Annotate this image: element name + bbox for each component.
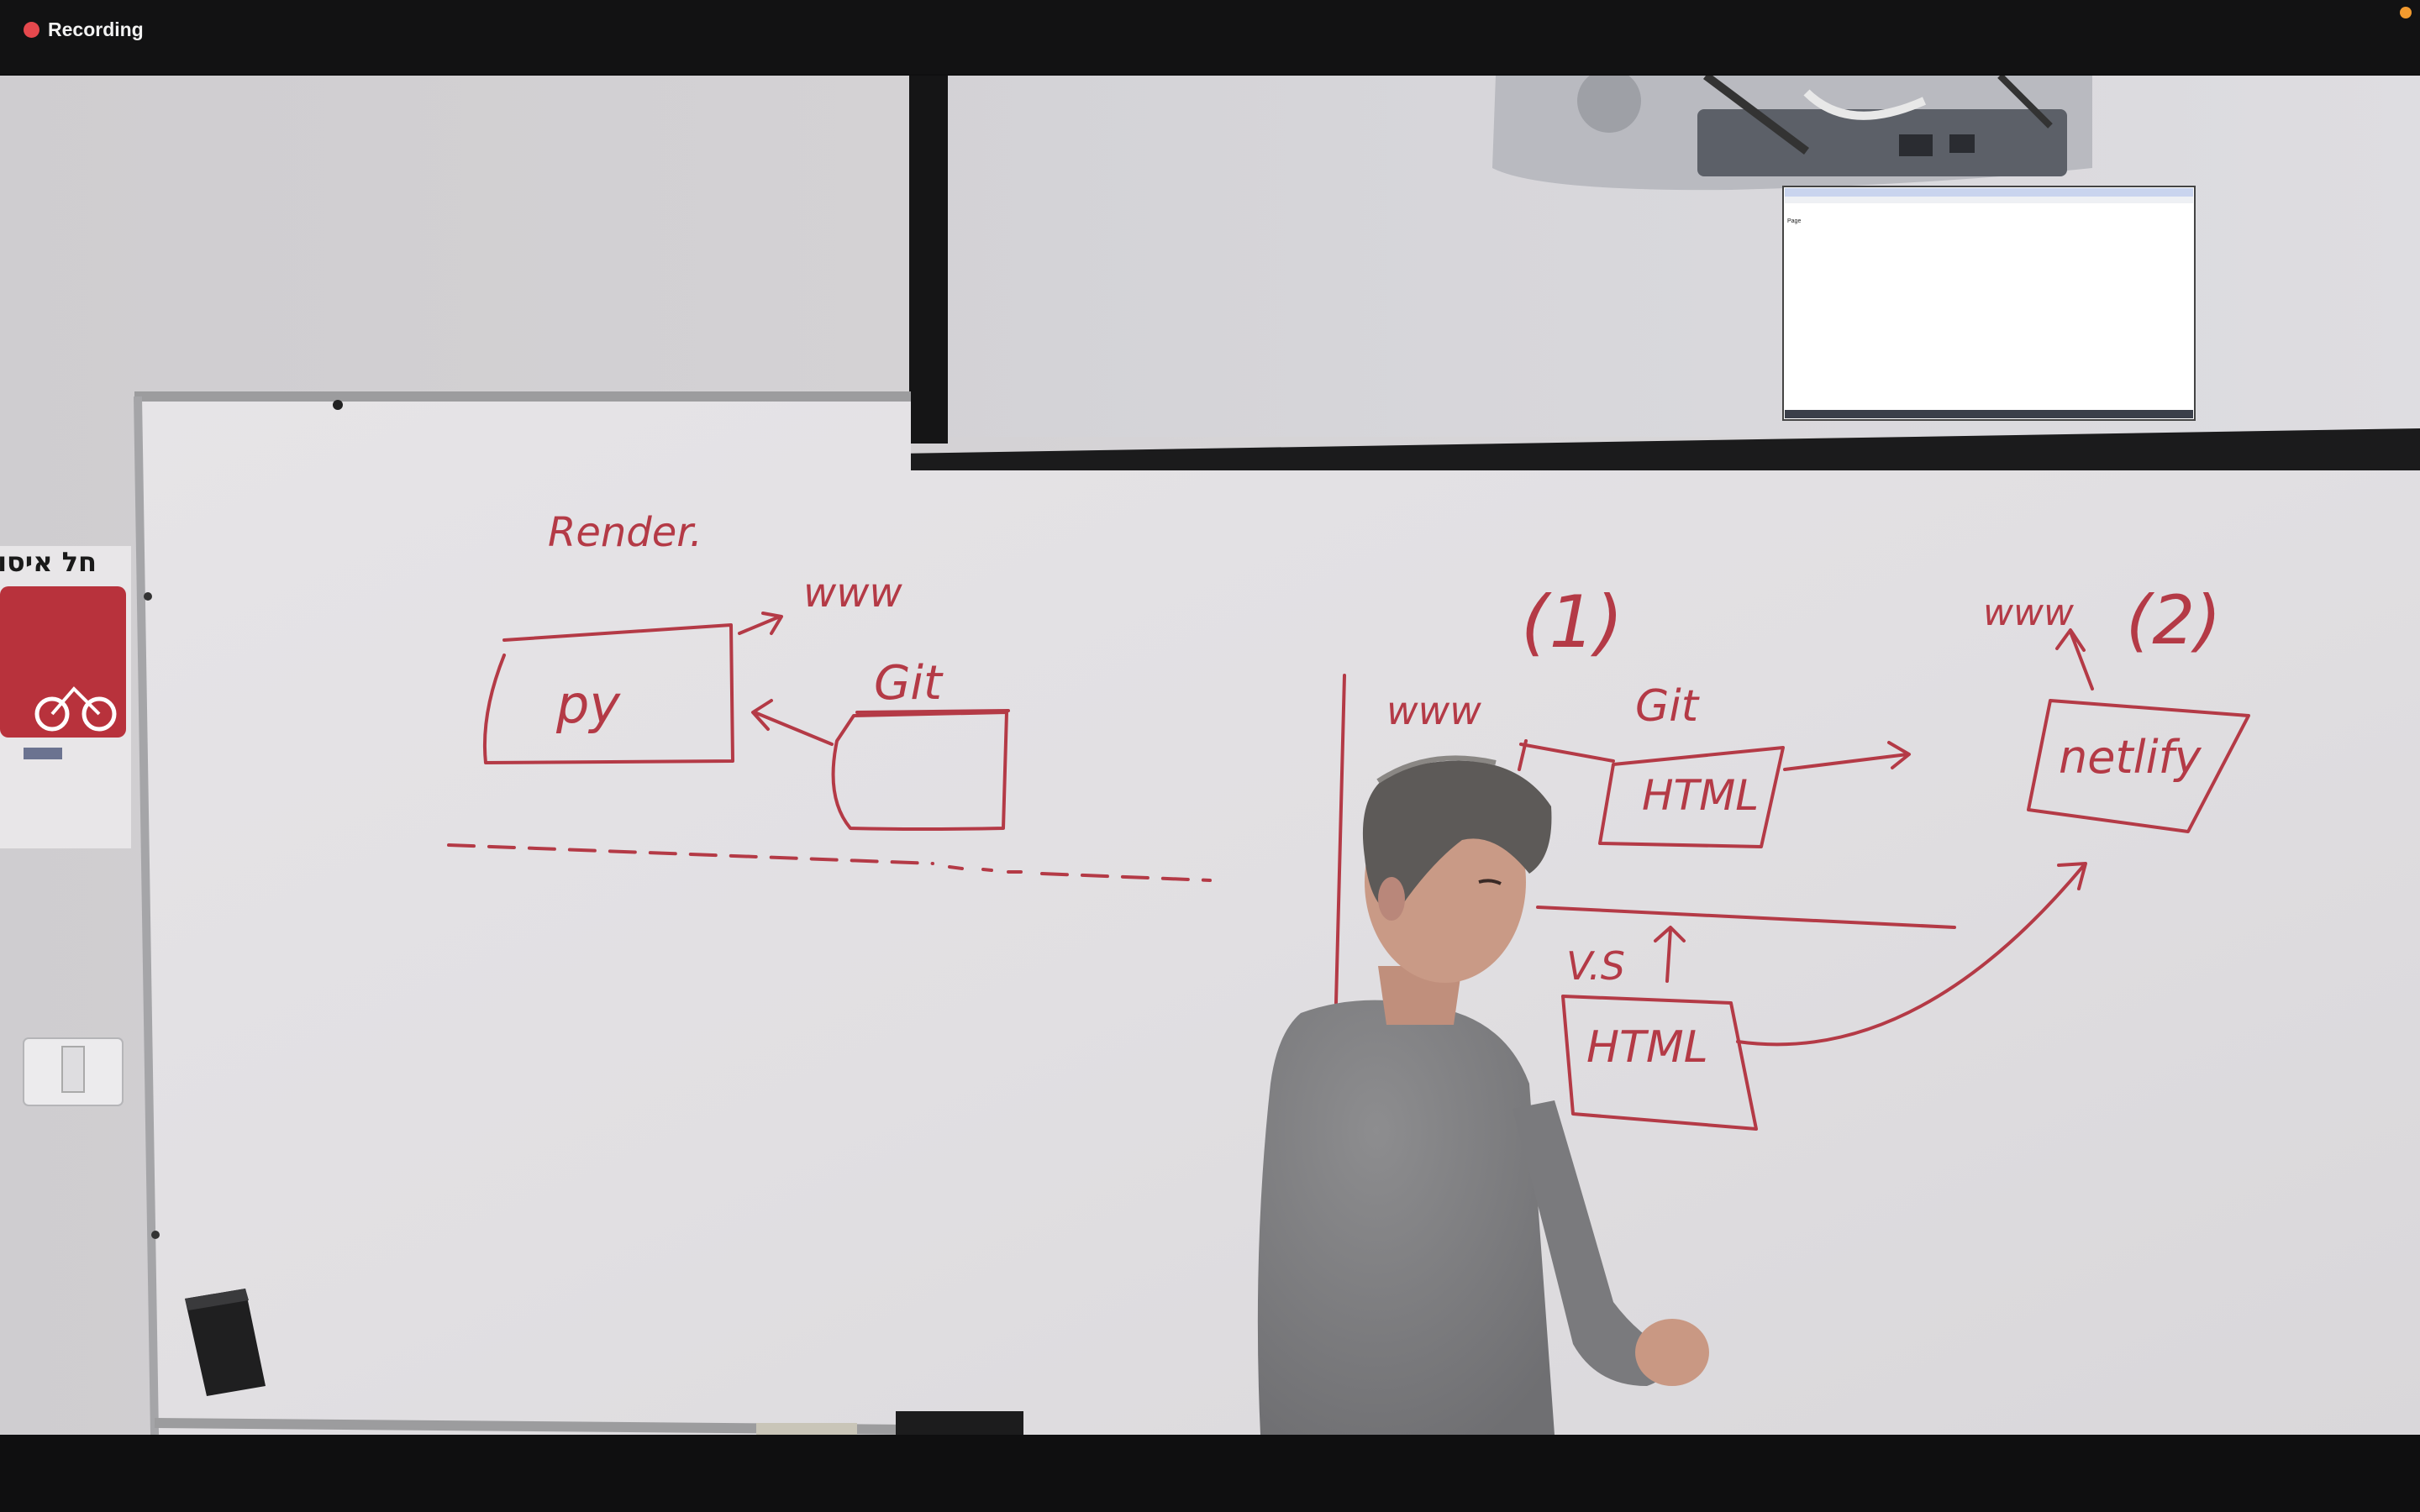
label-render: Render. [548, 509, 702, 556]
label-number-1: (1) [1521, 580, 1623, 664]
label-www-mid: www [1386, 688, 1481, 733]
label-git-left: Git [874, 656, 944, 711]
label-html-top: HTML [1642, 771, 1759, 820]
label-www-left: www [803, 570, 903, 617]
poster-heading: חל איסור [0, 546, 97, 578]
title-bar: Recording [0, 0, 2420, 74]
wall-poster: חל איסור [0, 546, 131, 848]
label-number-2: (2) [2126, 581, 2221, 659]
label-py: py [555, 674, 621, 735]
recording-dot-icon [24, 22, 39, 38]
whiteboard-drawing [447, 612, 2250, 1131]
label-html-bottom: HTML [1586, 1022, 1708, 1073]
control-bar [0, 1435, 2420, 1512]
recording-label: Recording [48, 18, 144, 40]
label-vs: V.S [1566, 943, 1625, 989]
projector [1492, 76, 2092, 191]
projected-browser-window: Page [1782, 186, 2196, 421]
light-switch [23, 1037, 124, 1106]
label-www-right: www [1983, 591, 2075, 634]
instructor [1257, 755, 1709, 1435]
board-tray-marker [756, 1423, 857, 1435]
whiteboard-labels: Render. www py Git (1) www Git HTML (2) … [548, 509, 2221, 1073]
label-git-mid: Git [1635, 681, 1700, 732]
video-feed: Page חל איסור [0, 76, 2420, 1435]
board-tray-eraser [896, 1411, 1023, 1435]
speaker [185, 1289, 266, 1396]
recording-indicator: Recording [24, 18, 144, 41]
status-dot-icon [2400, 7, 2412, 18]
projected-page-heading: Page [1787, 218, 1801, 224]
classroom-scene: Page חל איסור [0, 76, 2420, 1435]
label-netlify: netlify [2059, 731, 2202, 784]
